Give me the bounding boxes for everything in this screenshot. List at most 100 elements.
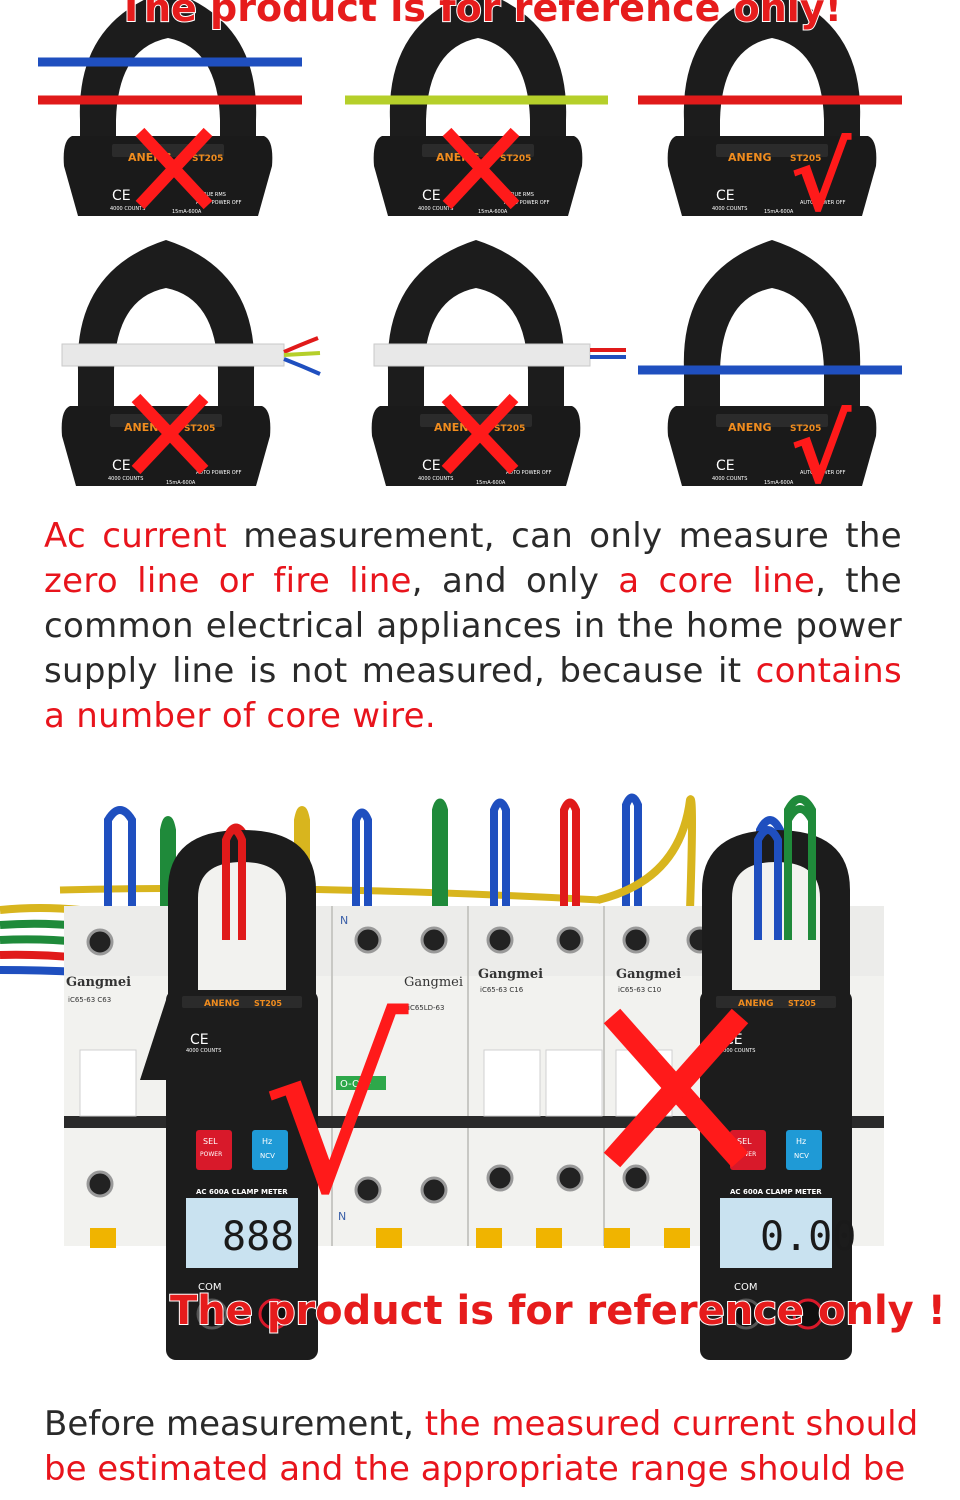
meter-counts: 4000 COUNTS	[108, 476, 143, 482]
right-mark-icon: √	[262, 978, 409, 1245]
breaker-model: iC65-63 C63	[68, 996, 111, 1004]
note-text-2: , and only	[411, 561, 619, 601]
meter-range: 15mA-600A	[764, 480, 794, 486]
breaker-model: iC65LD-63	[408, 1004, 444, 1012]
meter-ce-mark: CE	[112, 188, 131, 204]
meter-counts: 4000 COUNTS	[418, 476, 453, 482]
breaker-model: iC65-63 C10	[618, 986, 661, 994]
scenario-two-core-cable: ANENG ST205 CE 4000 COUNTS AUTO POWER OF…	[371, 240, 626, 486]
ncv-button-label: NCV	[794, 1152, 809, 1160]
highlight-estimate-current: the measured current should	[424, 1404, 919, 1444]
before-measurement-note: Before measurement, the measured current…	[44, 1402, 924, 1492]
before-measurement-line-2: be estimated and the appropriate range s…	[44, 1449, 906, 1489]
power-button-label: POWER	[200, 1151, 222, 1158]
meter-ce-mark: CE	[112, 458, 131, 474]
meter-model: ST205	[494, 424, 525, 434]
ac-measurement-note: Ac current measurement, can only measure…	[44, 514, 902, 739]
meter-model: ST205	[790, 154, 821, 164]
breaker-brand: Gangmei	[478, 967, 543, 982]
wrong-mark-icon	[135, 127, 213, 210]
wrong-mark-icon	[442, 127, 520, 210]
reference-note-top: The product is for reference only!	[117, 0, 843, 31]
meter-counts: 4000 COUNTS	[186, 1048, 221, 1054]
meter-counts: 4000 COUNTS	[712, 476, 747, 482]
meter-auto-off: AUTO POWER OFF	[506, 470, 552, 476]
meter-title: AC 600A CLAMP METER	[730, 1188, 822, 1196]
scenario-single-live-wire: ANENG ST205 CE 4000 COUNTS AUTO POWER OF…	[638, 0, 902, 232]
scenario-two-wires: ANENG ST205 CE 4000 COUNTS TRUE RMS AUTO…	[38, 0, 302, 216]
breaker-brand: Gangmei	[66, 975, 131, 990]
meter-brand: ANENG	[728, 421, 771, 434]
highlight-core-line: a core line	[618, 561, 816, 601]
wrong-mark-icon	[441, 393, 519, 475]
ncv-button-label: NCV	[260, 1152, 275, 1160]
breaker-brand: Gangmei	[404, 975, 463, 990]
right-mark-icon: √	[790, 397, 852, 500]
com-label: COM	[734, 1282, 757, 1293]
wrong-mark-icon	[131, 393, 209, 475]
reference-note-middle: The product is for reference only !	[169, 1287, 947, 1335]
meter-auto-off: AUTO POWER OFF	[504, 200, 550, 206]
meter-range: 15mA-600A	[478, 209, 508, 215]
note-plain-text: Before measurement,	[44, 1404, 425, 1444]
meter-auto-off: AUTO POWER OFF	[196, 470, 242, 476]
meter-model: ST205	[184, 424, 215, 434]
meter-model: ST205	[254, 999, 282, 1008]
rcd-off-label: O-OFF	[340, 1079, 372, 1090]
lcd-display-left: 888	[222, 1214, 294, 1260]
right-mark-icon: √	[790, 125, 852, 232]
meter-true-rms: TRUE RMS	[507, 192, 534, 198]
neutral-label-bottom: N	[338, 1210, 346, 1223]
meter-ce-mark: CE	[422, 458, 441, 474]
meter-counts: 4000 COUNTS	[110, 206, 145, 212]
sel-button-label: SEL	[737, 1137, 752, 1146]
meter-model: ST205	[790, 424, 821, 434]
before-measurement-line-1: Before measurement, the measured current…	[44, 1402, 924, 1447]
wrong-mark-icon	[603, 1008, 749, 1168]
meter-ce-mark: CE	[190, 1032, 209, 1048]
meter-auto-off: AUTO POWER OFF	[800, 200, 846, 206]
scenario-single-neutral-wire: ANENG ST205 CE 4000 COUNTS AUTO POWER OF…	[638, 240, 902, 500]
meter-brand: ANENG	[728, 151, 771, 164]
scenario-multicore-cable: ANENG ST205 CE 4000 COUNTS AUTO POWER OF…	[61, 240, 321, 486]
neutral-label: N	[340, 914, 348, 927]
hz-button-label: Hz	[262, 1137, 272, 1146]
clamp-meter-left: ANENG ST205 CE 4000 COUNTS SEL POWER Hz …	[140, 826, 318, 1360]
meter-auto-off: AUTO POWER OFF	[800, 470, 846, 476]
meter-ce-mark: CE	[422, 188, 441, 204]
meter-ce-mark: CE	[716, 188, 735, 204]
note-text-3: , the common electrical appliances in th…	[44, 561, 902, 691]
hz-button-label: Hz	[796, 1137, 806, 1146]
measurement-scenarios-grid: ANENG ST205 CE 4000 COUNTS TRUE RMS AUTO…	[38, 0, 902, 500]
highlight-ac-current: Ac current	[44, 516, 227, 556]
breaker-model: iC65-63 C16	[480, 986, 524, 994]
meter-auto-off: AUTO POWER OFF	[196, 200, 242, 206]
meter-true-rms: TRUE RMS	[199, 192, 226, 198]
highlight-core-wire: contains a number of core wire.	[44, 651, 902, 736]
meter-range: 15mA-600A	[764, 209, 794, 215]
clamp-meter-right: ANENG ST205 CE 4000 COUNTS SEL POWER Hz …	[700, 805, 856, 1360]
meter-range: 15mA-600A	[476, 480, 506, 486]
meter-model: ST205	[192, 154, 223, 164]
highlight-zero-fire-line: zero line or fire line	[44, 561, 412, 601]
meter-title: AC 600A CLAMP METER	[196, 1188, 288, 1196]
meter-range: 15mA-600A	[166, 480, 196, 486]
meter-counts: 4000 COUNTS	[712, 206, 747, 212]
breaker-brand: Gangmei	[616, 967, 681, 982]
breaker-panel-illustration: O-OFF N N Gangmei iC65-63 C63 Gangmei iC…	[0, 793, 884, 1360]
meter-model: ST205	[788, 999, 816, 1008]
meter-brand: ANENG	[204, 999, 240, 1009]
meter-range: 15mA-600A	[172, 209, 202, 215]
meter-model: ST205	[500, 154, 531, 164]
meter-counts: 4000 COUNTS	[418, 206, 453, 212]
meter-brand: ANENG	[738, 999, 774, 1009]
meter-ce-mark: CE	[716, 458, 735, 474]
scenario-ground-wire: ANENG ST205 CE 4000 COUNTS TRUE RMS AUTO…	[345, 0, 608, 216]
note-text-1: measurement, can only measure the	[226, 516, 902, 556]
lcd-display-right: 0.00	[760, 1214, 856, 1260]
loop-wires	[104, 793, 816, 920]
com-label: COM	[198, 1282, 221, 1293]
sel-button-label: SEL	[203, 1137, 218, 1146]
meter-counts: 4000 COUNTS	[720, 1048, 755, 1054]
